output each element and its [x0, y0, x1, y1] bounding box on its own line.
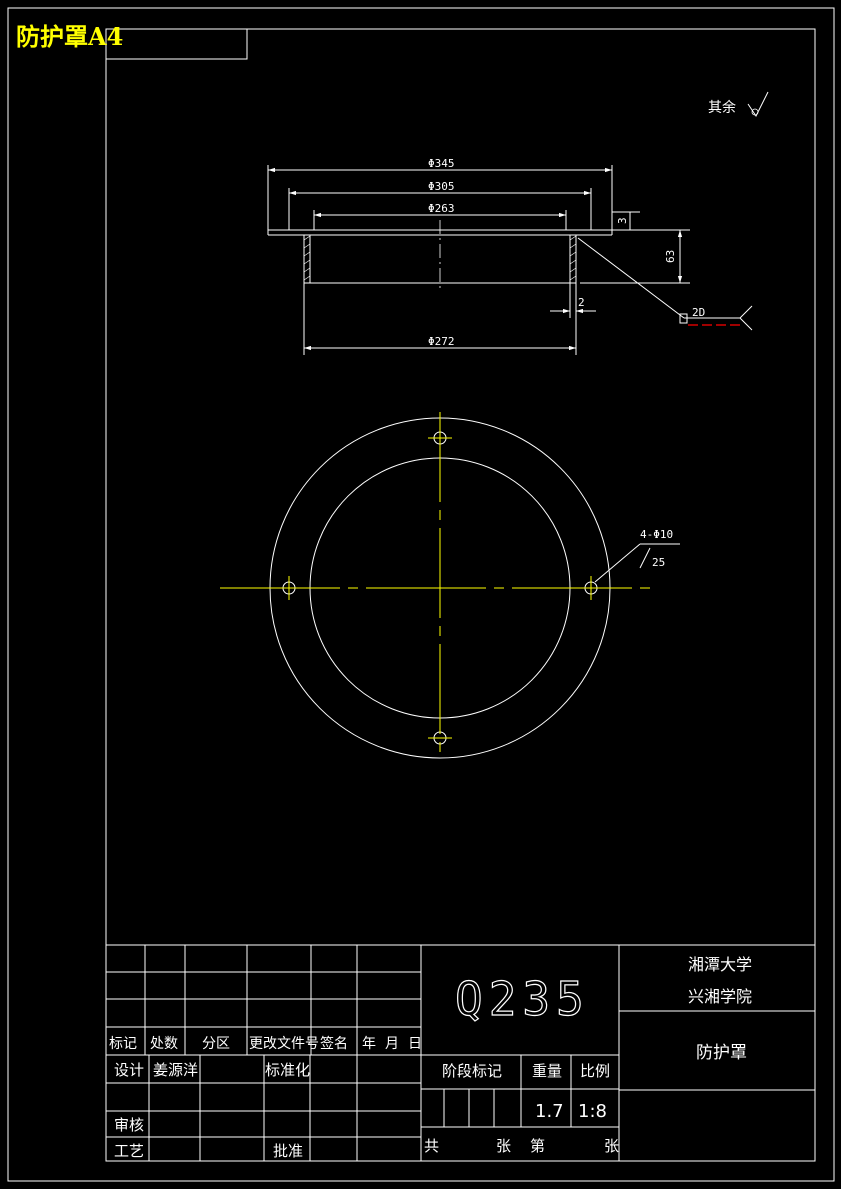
scale-label: 比例	[580, 1062, 610, 1080]
dim-inner-diameter: Φ263	[428, 202, 455, 215]
scale-value: 1:8	[578, 1101, 607, 1122]
dim-flange-thickness: 3	[616, 217, 629, 224]
sheets-label: 张	[496, 1137, 511, 1155]
designer-name: 姜源洋	[153, 1061, 198, 1079]
outer-border	[7, 7, 835, 1182]
number-label: 第	[530, 1137, 545, 1155]
standardize-label: 标准化	[265, 1061, 310, 1079]
part-name: 防护罩	[696, 1043, 747, 1063]
rev-header-mark: 标记	[109, 1036, 137, 1052]
rev-header-year: 年	[362, 1036, 376, 1052]
weld-symbol-label: 2D	[692, 306, 705, 319]
weight-label: 重量	[532, 1062, 562, 1080]
dim-wall-thickness: 2	[578, 296, 585, 309]
stage-label: 阶段标记	[442, 1062, 502, 1080]
weight-value: 1.7	[535, 1101, 564, 1122]
inner-border	[105, 28, 816, 1162]
material: Q235	[455, 972, 590, 1026]
school-line1: 湘潭大学	[688, 955, 752, 974]
approve-label: 批准	[273, 1142, 303, 1160]
dim-bolt-circle-diameter: Φ305	[428, 180, 455, 193]
plan-centerlines	[220, 412, 650, 760]
front-view	[267, 165, 753, 355]
title-block	[106, 944, 815, 1161]
review-label: 审核	[114, 1116, 144, 1134]
rev-header-zone: 分区	[202, 1036, 230, 1052]
title-tab	[106, 29, 248, 60]
sheet-label: 张	[604, 1137, 619, 1155]
roughness-note: 其余	[708, 91, 769, 117]
dim-height: 63	[664, 250, 677, 263]
dim-body-diameter: Φ272	[428, 335, 455, 348]
rev-header-change-doc: 更改文件号	[249, 1036, 319, 1052]
school-line2: 兴湘学院	[688, 987, 752, 1006]
total-label: 共	[424, 1137, 439, 1155]
rev-header-count: 处数	[150, 1036, 178, 1052]
rev-header-sign: 签名	[320, 1035, 348, 1052]
dim-flange-diameter: Φ345	[428, 157, 455, 170]
hole-callout: 4-Φ10	[640, 528, 673, 541]
design-label: 设计	[114, 1061, 144, 1079]
roughness-label: 其余	[708, 99, 736, 116]
process-label: 工艺	[114, 1142, 144, 1160]
sheet-title: 防护罩A4	[16, 22, 123, 51]
hole-callout-sub: 25	[652, 556, 665, 569]
rev-header-day: 日	[408, 1036, 422, 1052]
rev-header-month: 月	[385, 1036, 399, 1052]
roughness-symbol-icon	[747, 91, 769, 117]
